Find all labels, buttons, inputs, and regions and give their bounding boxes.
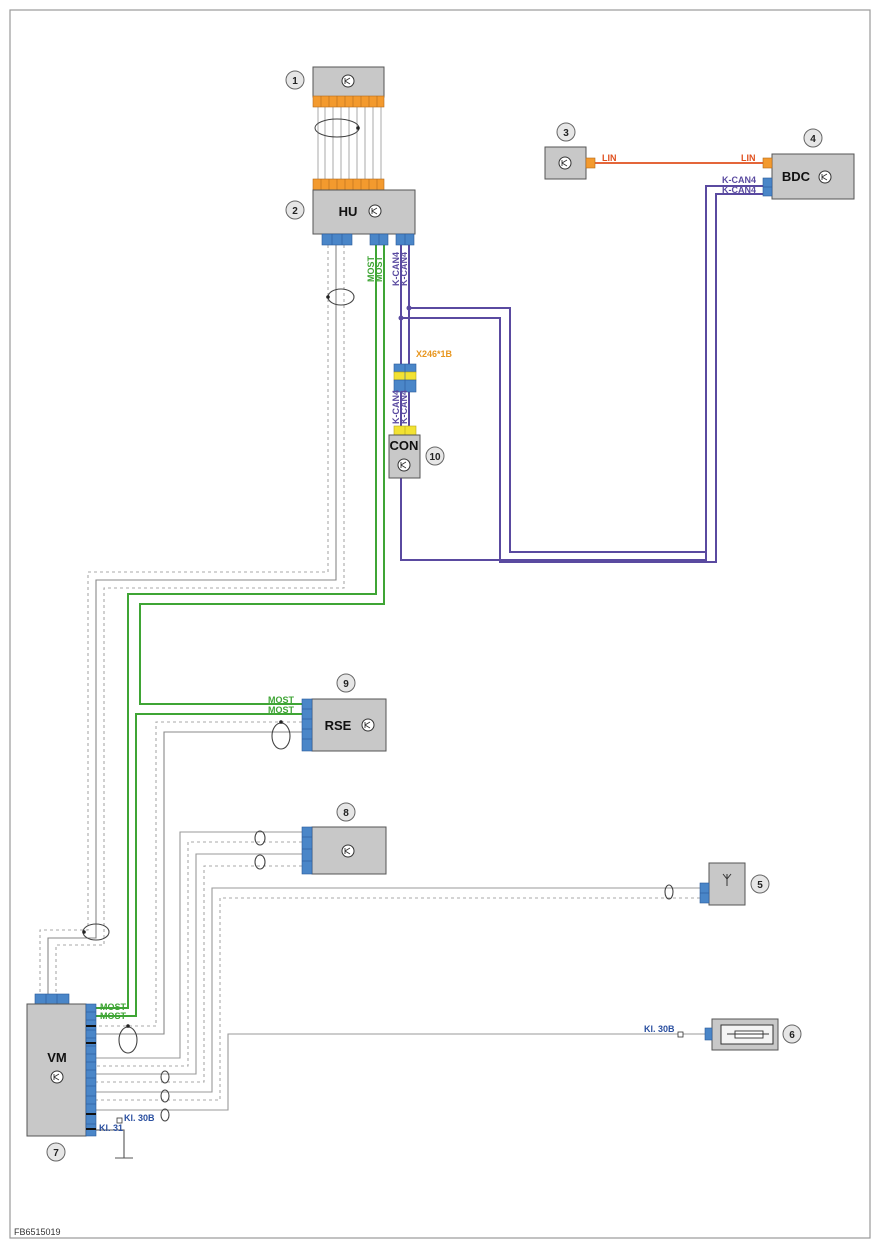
vm-kl30b-label: Kl. 30B — [124, 1113, 155, 1123]
bdc-kcan4-label-2: K-CAN4 — [722, 185, 756, 195]
component-bdc[interactable]: BDC — [762, 153, 855, 200]
lin-label-left: LIN — [602, 153, 617, 163]
hu-label: HU — [339, 204, 358, 219]
transistor-icon — [397, 458, 411, 472]
component-hu[interactable]: HU — [312, 178, 416, 246]
rse-most-label-2: MOST — [268, 705, 295, 715]
transistor-icon — [368, 204, 382, 218]
component-vm[interactable]: VM — [26, 993, 97, 1137]
component-number-4: 4 — [803, 128, 823, 148]
component-number-3: 3 — [556, 122, 576, 142]
svg-text:9: 9 — [343, 679, 349, 690]
vm-most-label-1: MOST — [100, 1002, 127, 1012]
figure-id: FB6515019 — [14, 1227, 61, 1237]
component-number-10: 10 — [425, 446, 445, 466]
component-1[interactable] — [312, 66, 385, 108]
hu-kcan4-label-1: K-CAN4 — [391, 252, 401, 286]
vm-fuse-wires — [96, 1033, 708, 1122]
most-bus-wires — [96, 245, 385, 1017]
hu-pins — [321, 233, 415, 246]
component-3[interactable] — [544, 146, 596, 180]
connector-x246[interactable] — [393, 363, 417, 393]
vm-rse-wires — [96, 721, 302, 1054]
vm-antenna-wires — [96, 884, 700, 1103]
con-kcan4-label-1: K-CAN4 — [391, 390, 401, 424]
hu-kcan4-label-2: K-CAN4 — [399, 252, 409, 286]
con-label: CON — [390, 438, 419, 453]
transistor-icon — [341, 74, 355, 88]
component-number-1: 1 — [285, 70, 305, 90]
component-number-6: 6 — [782, 1024, 802, 1044]
bdc-label: BDC — [782, 169, 811, 184]
vm-label: VM — [47, 1050, 67, 1065]
svg-text:7: 7 — [53, 1148, 59, 1159]
svg-text:8: 8 — [343, 808, 349, 819]
svg-text:2: 2 — [292, 206, 298, 217]
component-con[interactable]: CON — [388, 425, 421, 479]
transistor-icon — [558, 156, 572, 170]
component-number-5: 5 — [750, 874, 770, 894]
transistor-icon — [50, 1070, 64, 1084]
component-5[interactable] — [699, 862, 746, 906]
component-number-2: 2 — [285, 200, 305, 220]
component-number-8: 8 — [336, 802, 356, 822]
component-6[interactable] — [704, 1018, 779, 1051]
component-number-7: 7 — [46, 1142, 66, 1162]
ground-symbol — [96, 1129, 133, 1159]
svg-text:6: 6 — [789, 1030, 795, 1041]
lin-label-right: LIN — [741, 153, 756, 163]
hu-most-label-2: MOST — [374, 255, 384, 282]
svg-text:3: 3 — [563, 128, 569, 139]
vm-most-label-2: MOST — [100, 1011, 127, 1021]
svg-text:1: 1 — [292, 76, 298, 87]
transistor-icon — [361, 718, 375, 732]
component-number-9: 9 — [336, 673, 356, 693]
vm-module8-wires — [96, 830, 302, 1084]
component-rse[interactable]: RSE — [301, 698, 387, 752]
con-kcan4-label-2: K-CAN4 — [399, 390, 409, 424]
transistor-icon — [818, 170, 832, 184]
fuse-kl30b-label: Kl. 30B — [644, 1024, 675, 1034]
fuse-icon — [720, 1024, 774, 1045]
svg-text:5: 5 — [757, 880, 763, 891]
rse-label: RSE — [325, 718, 352, 733]
rse-most-label-1: MOST — [268, 695, 295, 705]
connector-x246-label: X246*1B — [416, 349, 453, 359]
hu-most-label-1: MOST — [366, 255, 376, 282]
vm-kl31-label: Kl. 31 — [99, 1123, 123, 1133]
component-8[interactable] — [301, 826, 387, 875]
svg-text:10: 10 — [429, 452, 441, 463]
svg-text:4: 4 — [810, 134, 816, 145]
bdc-kcan4-label-1: K-CAN4 — [722, 175, 756, 185]
transistor-icon — [341, 844, 355, 858]
antenna-icon — [722, 873, 732, 886]
